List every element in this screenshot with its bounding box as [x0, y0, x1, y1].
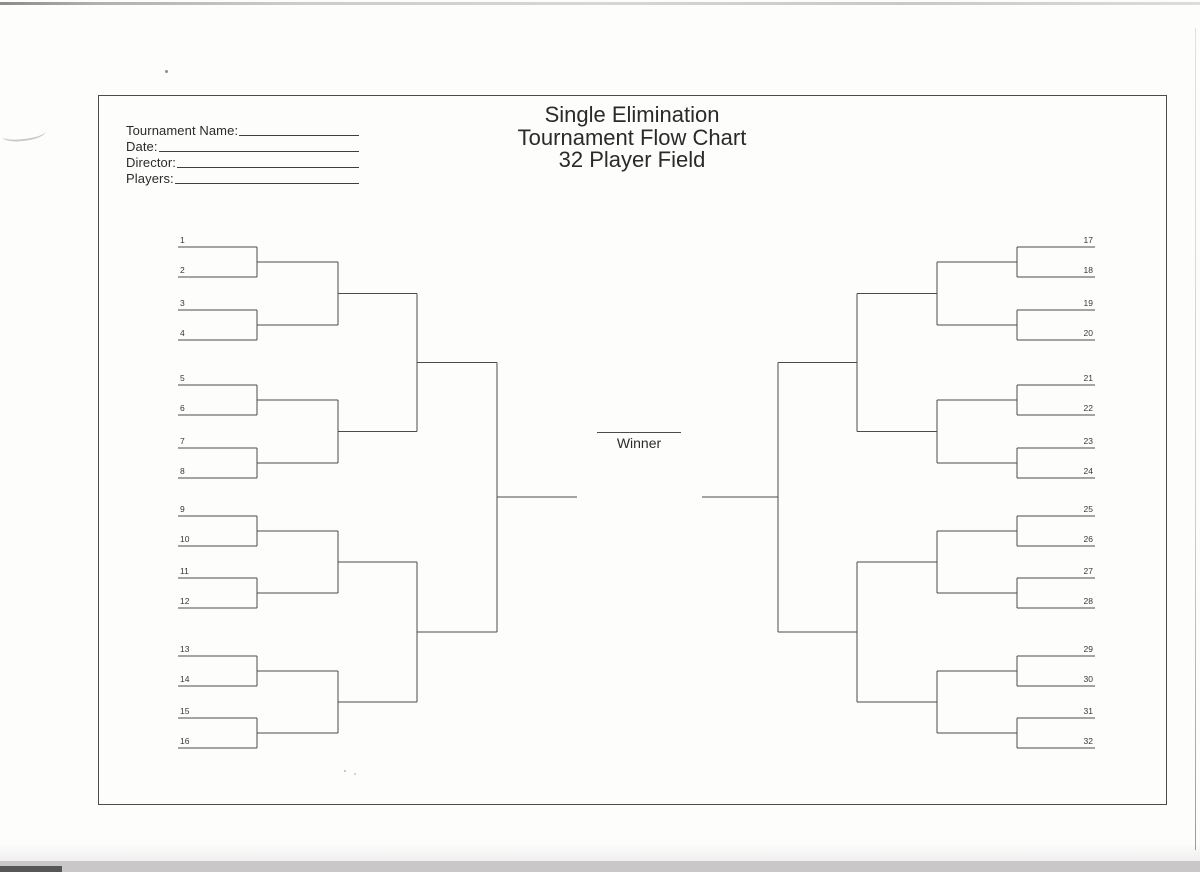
player-number: 6 [180, 403, 185, 413]
player-number: 32 [1084, 736, 1094, 746]
player-number: 13 [180, 644, 190, 654]
player-number: 23 [1084, 436, 1094, 446]
form-blank-players [174, 183, 359, 184]
winner-slot: Winner [597, 432, 681, 451]
player-number: 20 [1084, 328, 1094, 338]
scan-shadow-bottom [0, 843, 1200, 861]
player-number: 27 [1084, 566, 1094, 576]
title-line-1: Single Elimination [544, 102, 720, 127]
scan-speck [354, 773, 356, 775]
player-number: 15 [180, 706, 190, 716]
page-border [98, 95, 1167, 805]
player-number: 9 [180, 504, 185, 514]
player-number: 17 [1084, 235, 1094, 245]
player-number: 3 [180, 298, 185, 308]
player-number: 7 [180, 436, 185, 446]
player-number: 1 [180, 235, 185, 245]
scan-edge-right [1195, 28, 1196, 850]
form-blank-tournament-name [239, 135, 359, 136]
player-number: 25 [1084, 504, 1094, 514]
form-label-tournament-name: Tournament Name: [126, 123, 239, 138]
page-title: Single Elimination Tournament Flow Chart… [382, 102, 882, 172]
player-number: 10 [180, 534, 190, 544]
player-number: 2 [180, 265, 185, 275]
player-number: 29 [1084, 644, 1094, 654]
title-line-3: 32 Player Field [558, 147, 706, 172]
form-label-players: Players: [126, 171, 174, 186]
scan-edge-top [0, 2, 1200, 5]
scan-speck [344, 770, 346, 772]
title-line-2: Tournament Flow Chart [517, 124, 747, 150]
player-number: 28 [1084, 596, 1094, 606]
player-number: 4 [180, 328, 185, 338]
form-blank-director [177, 167, 359, 168]
player-number: 21 [1084, 373, 1094, 383]
bracket-right: 17 18 19 20 21 22 23 24 25 26 27 28 29 30 31 32 [702, 235, 1095, 749]
player-number: 12 [180, 596, 190, 606]
player-number: 31 [1084, 706, 1094, 716]
player-number: 5 [180, 373, 185, 383]
form-row-players: Players: [126, 170, 359, 186]
player-number: 8 [180, 466, 185, 476]
player-number: 14 [180, 674, 190, 684]
winner-label: Winner [616, 435, 662, 451]
scan-edge-bottom-dark [0, 866, 62, 872]
form-label-date: Date: [126, 139, 158, 154]
player-number: 18 [1084, 265, 1094, 275]
player-number: 30 [1084, 674, 1094, 684]
form-row-director: Director: [126, 154, 359, 170]
winner-line [597, 432, 681, 433]
scan-edge-bottom [0, 861, 1200, 872]
form-blank-date [158, 151, 359, 152]
player-number: 22 [1084, 403, 1094, 413]
player-number: 11 [180, 566, 189, 576]
scan-speck [165, 70, 168, 73]
player-number: 24 [1084, 466, 1094, 476]
form-row-date: Date: [126, 138, 359, 154]
player-number: 16 [180, 736, 190, 746]
player-number: 26 [1084, 534, 1094, 544]
player-number: 19 [1084, 298, 1094, 308]
tournament-info-form: Tournament Name: Date: Director: Players… [126, 122, 359, 186]
form-label-director: Director: [126, 155, 177, 170]
form-row-tournament-name: Tournament Name: [126, 122, 359, 138]
